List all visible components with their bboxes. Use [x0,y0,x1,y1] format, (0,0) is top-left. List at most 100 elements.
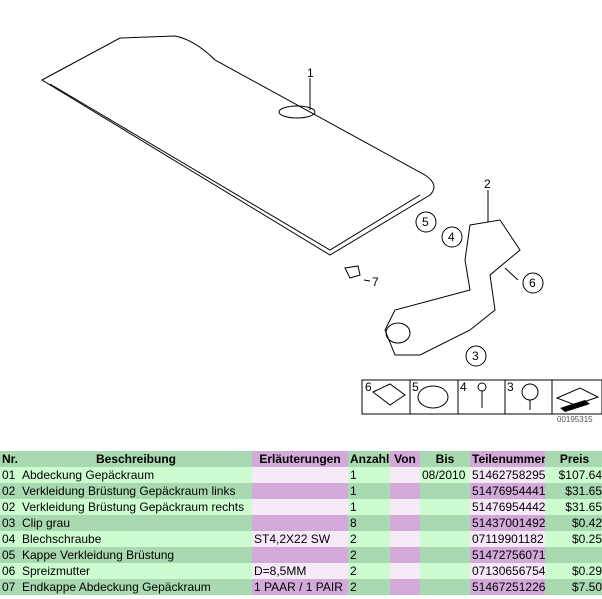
cell-von [390,483,420,499]
callout-3: 3 [472,349,479,363]
cell-erlaeuterungen [252,547,348,563]
trim-panel-part [384,219,521,356]
cell-von [390,531,420,547]
nut-icon [372,383,406,406]
cell-erlaeuterungen [252,467,348,483]
header-bis: Bis [420,451,470,467]
cell-nr: 06 [0,563,20,579]
cell-erlaeuterungen: D=8,5MM [252,563,348,579]
clip-icon [521,383,539,401]
cell-preis: $0.29 [545,563,602,579]
cell-nr: 04 [0,531,20,547]
cell-von [390,547,420,563]
cell-anzahl: 2 [348,531,390,547]
callout-1: 1 [307,66,314,80]
callout-2: 2 [484,177,491,191]
cell-beschreibung: Blechschraube [20,531,252,547]
cell-anzahl: 2 [348,579,390,595]
table-header: Nr. Beschreibung Erläuterungen Anzahl Vo… [0,451,602,467]
cell-nr: 03 [0,515,20,531]
screw-icon [477,382,487,392]
cell-erlaeuterungen [252,483,348,499]
cell-preis: $31.65 [545,483,602,499]
cell-bis [420,563,470,579]
cell-anzahl: 2 [348,547,390,563]
cell-anzahl: 2 [348,563,390,579]
cell-preis: $0.42 [545,515,602,531]
cell-teilenummer[interactable]: 51476954441 [470,483,545,499]
cell-teilenummer[interactable]: 51462758295 [470,467,545,483]
cell-preis: $7.50 [545,579,602,595]
cell-bis [420,499,470,515]
cell-erlaeuterungen: ST4,2X22 SW [252,531,348,547]
header-nr: Nr. [0,451,20,467]
cell-nr: 02 [0,499,20,515]
cell-teilenummer[interactable]: 07130656754 [470,563,545,579]
cell-preis [545,547,602,563]
cell-teilenummer[interactable]: 07119901182 [470,531,545,547]
cell-beschreibung: Clip grau [20,515,252,531]
parts-table: Nr. Beschreibung Erläuterungen Anzahl Vo… [0,451,602,595]
cell-von [390,579,420,595]
legend-label-3: 3 [507,380,514,394]
luggage-cover-part [40,35,435,256]
cell-anzahl: 1 [348,499,390,515]
header-preis: Preis [545,451,602,467]
cap-icon [417,385,449,409]
cell-bis [420,547,470,563]
direction-arrow-icon [555,387,600,406]
header-anzahl: Anzahl [348,451,390,467]
cell-preis: $0.25 [545,531,602,547]
clip-part [344,265,361,279]
cell-teilenummer[interactable]: 51437001492 [470,515,545,531]
callout-4: 4 [448,230,455,244]
cell-beschreibung: Abdeckung Gepäckraum [20,467,252,483]
cell-nr: 02 [0,483,20,499]
hardware-legend [361,379,602,415]
callout-5: 5 [422,215,429,229]
cell-anzahl: 1 [348,467,390,483]
cell-bis [420,579,470,595]
legend-label-5: 5 [412,380,419,394]
cell-bis [420,531,470,547]
cell-von [390,563,420,579]
header-erlaeuterungen: Erläuterungen [252,451,348,467]
callout-7: 7 [372,275,379,289]
callout-6: 6 [529,276,536,290]
cell-bis [420,483,470,499]
cell-beschreibung: Verkleidung Brüstung Gepäckraum links [20,483,252,499]
cell-erlaeuterungen [252,499,348,515]
cell-anzahl: 8 [348,515,390,531]
cell-von [390,467,420,483]
cell-teilenummer[interactable]: 51472756071 [470,547,545,563]
cell-nr: 07 [0,579,20,595]
cell-bis: 08/2010 [420,467,470,483]
parts-diagram: 1 2 3 4 5 6 7 6 5 4 3 [40,35,602,415]
cell-teilenummer[interactable]: 51476954442 [470,499,545,515]
drawing-number: 00195315 [557,415,593,424]
cell-beschreibung: Spreizmutter [20,563,252,579]
header-beschreibung: Beschreibung [20,451,252,467]
legend-label-4: 4 [460,380,467,394]
legend-label-6: 6 [365,380,372,394]
header-teilenummer: Teilenummer [470,451,545,467]
cell-preis: $31.65 [545,499,602,515]
cell-preis: $107.64 [545,467,602,483]
cell-anzahl: 1 [348,483,390,499]
cell-bis [420,515,470,531]
cell-teilenummer[interactable]: 51467251226 [470,579,545,595]
cell-von [390,515,420,531]
cell-beschreibung: Kappe Verkleidung Brüstung [20,547,252,563]
cell-nr: 01 [0,467,20,483]
cell-nr: 05 [0,547,20,563]
cell-erlaeuterungen [252,515,348,531]
